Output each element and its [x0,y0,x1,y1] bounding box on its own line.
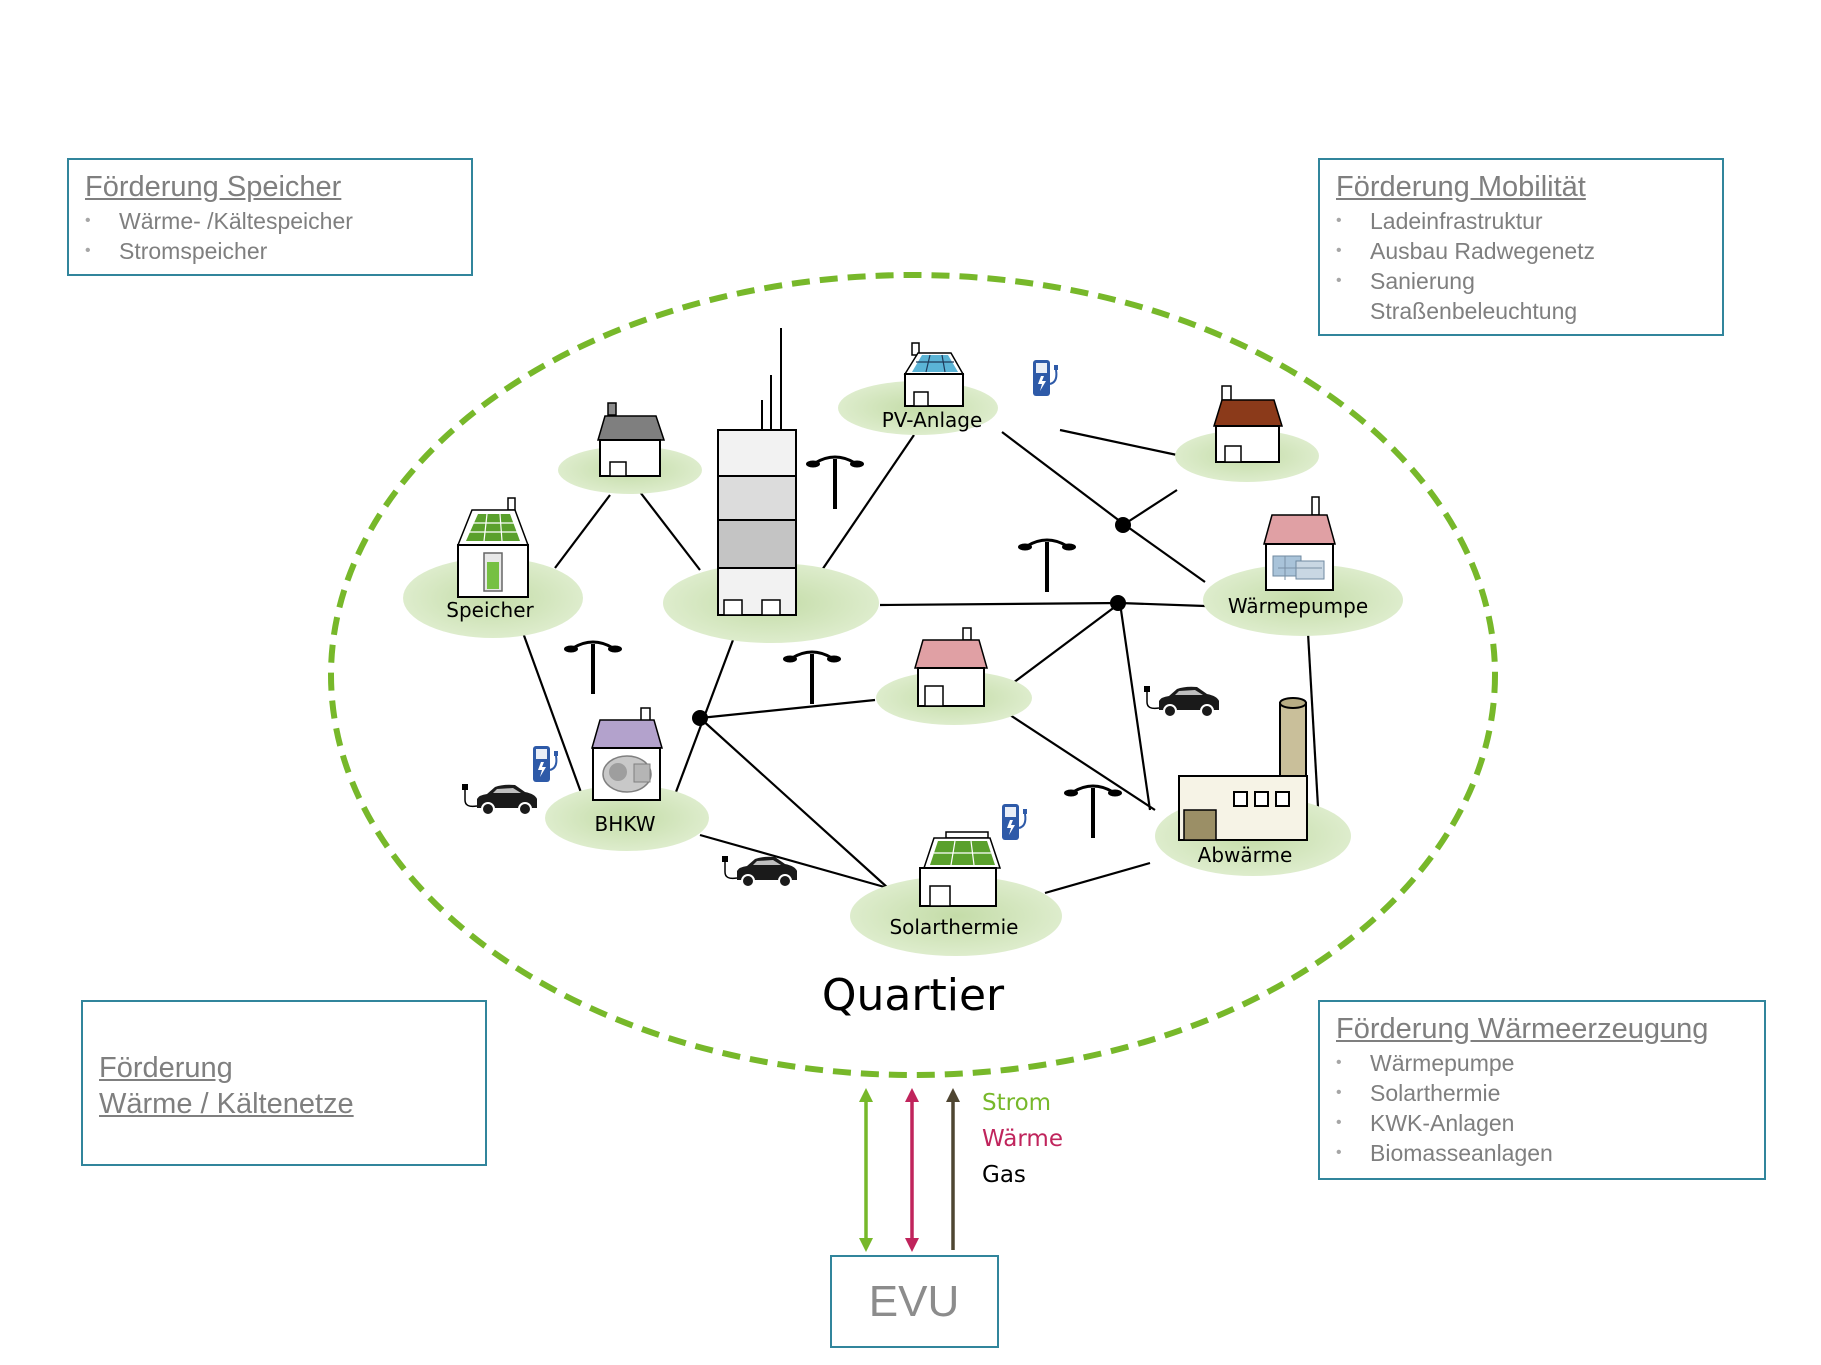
node-label-pv: PV-Anlage [882,408,983,432]
evu-box [830,1255,999,1348]
node-disc-solarthermie [850,876,1062,956]
electric-car-icon [461,783,538,816]
funding-item: KWK-Anlagen [1336,1108,1764,1138]
heat-pump-house-icon [1263,496,1336,591]
funding-item: Biomasseanlagen [1336,1138,1764,1168]
factory-icon [1178,697,1308,841]
funding-item: Wärme- /Kältespeicher [85,206,471,236]
funding-box-title: Förderung Speicher [85,171,342,203]
funding-box-mobility: Förderung Mobilität Ladeinfrastruktur Au… [1318,158,1724,336]
funding-box-title: Förderung Wärmeerzeugung [1336,1013,1709,1045]
charging-station-icon [532,745,559,783]
junction-dot [1115,517,1131,533]
funding-box-networks: Förderung Wärme / Kältenetze [81,1000,487,1166]
node-label-waermepumpe: Wärmepumpe [1228,594,1368,618]
node-label-abwaerme: Abwärme [1198,843,1293,867]
junction-dot [1110,595,1126,611]
node-disc-bhkw [545,785,709,851]
evu-label: EVU [869,1277,959,1326]
funding-item: Sanierung [1336,266,1722,296]
flow-label-gas: Gas [982,1162,1026,1188]
funding-item: Straßenbeleuchtung [1370,298,1578,324]
funding-item: Wärmepumpe [1336,1048,1764,1078]
tower-building-icon [717,328,797,616]
node-label-bhkw: BHKW [595,812,656,836]
node-discs [403,381,1403,956]
flow-label-waerme: Wärme [982,1126,1063,1152]
flow-arrows [859,1088,960,1252]
funding-item: Stromspeicher [85,236,471,266]
cars [461,685,1220,888]
funding-box-heat-generation: Förderung Wärmeerzeugung Wärmepumpe Sola… [1318,1000,1766,1180]
street-lamp-icon [804,455,866,511]
electric-car-icon [1143,685,1220,718]
flow-label-strom: Strom [982,1090,1051,1116]
charging-station-icon [1032,359,1059,397]
house-icon [597,402,666,477]
quartier-label: Quartier [822,970,1005,1021]
brown-house-icon [1212,385,1284,463]
solar-thermal-house-icon [919,831,1002,907]
funding-item: Ausbau Radwegenetz [1336,236,1722,266]
funding-box-title-line1: Förderung [99,1052,233,1084]
node-disc-waermepumpe [1203,564,1403,636]
network-lines [520,428,1320,895]
quartier-boundary [328,272,1498,1078]
street-lamp-icon [781,650,843,706]
node-label-speicher: Speicher [446,598,534,622]
street-lamp-icon [562,640,624,696]
node-label-solarthermie: Solarthermie [889,915,1018,939]
street-lamp-icon [1016,538,1078,594]
network-junctions [692,517,1131,726]
funding-box-title: Förderung Mobilität [1336,171,1586,203]
funding-item: Solarthermie [1336,1078,1764,1108]
chp-house-icon [591,707,663,801]
pv-house-icon [903,342,965,407]
funding-box-storage: Förderung Speicher Wärme- /Kältespeicher… [67,158,473,276]
funding-item: Ladeinfrastruktur [1336,206,1722,236]
electric-car-icon [721,855,798,888]
junction-dot [692,710,708,726]
street-lamp-icon [1062,784,1124,840]
pink-house-icon [914,627,988,707]
storage-house-icon [456,497,530,598]
funding-box-title-line2: Wärme / Kältenetze [99,1088,354,1120]
charging-station-icon [1001,803,1028,841]
